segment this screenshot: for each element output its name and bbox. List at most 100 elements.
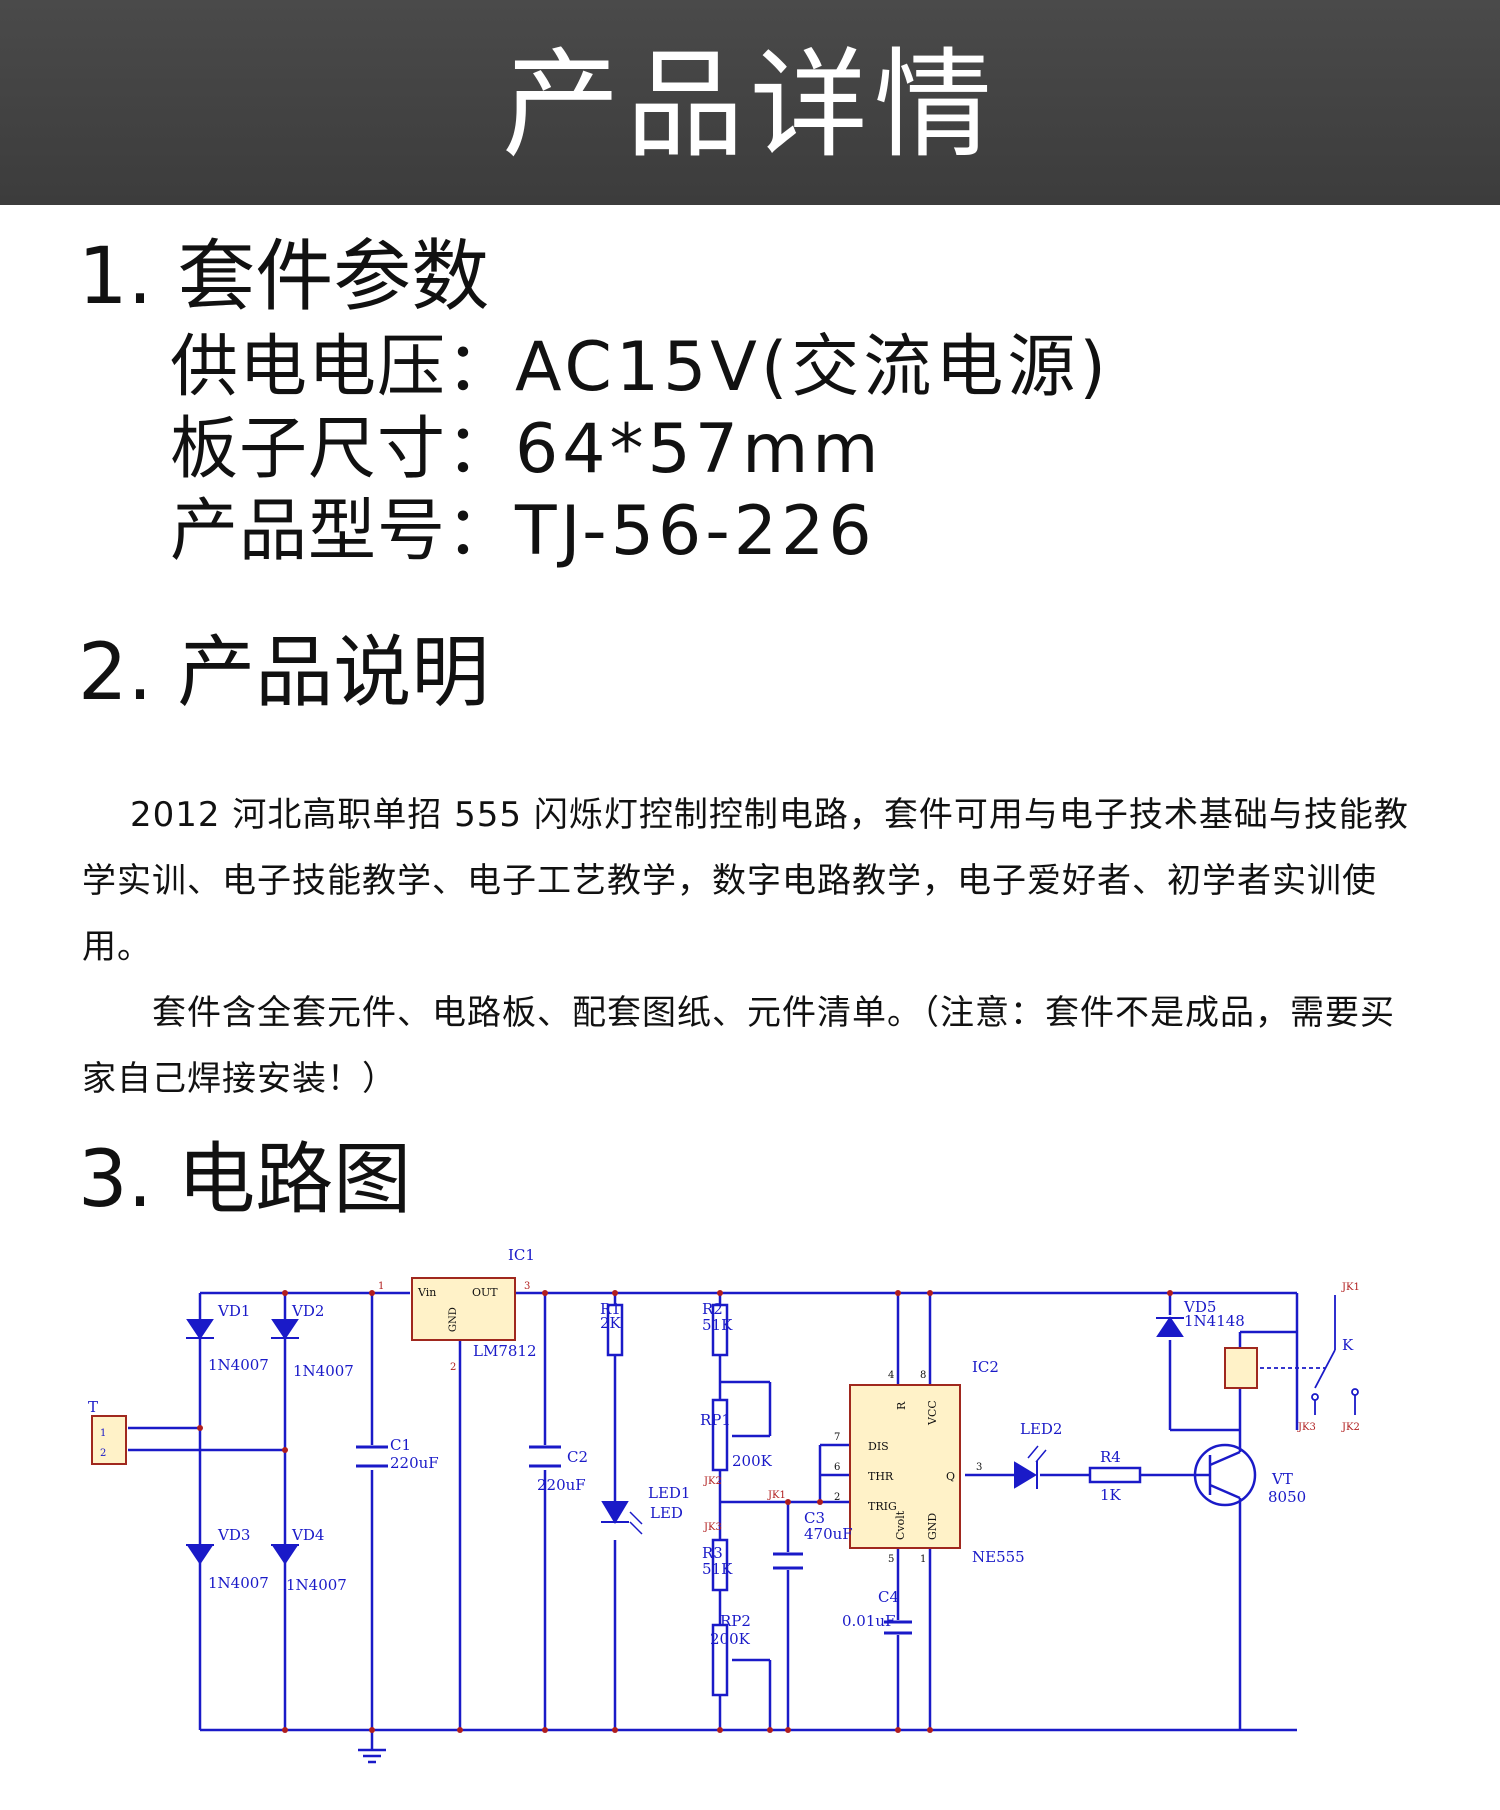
section-heading-description: 2. 产品说明 xyxy=(78,628,490,718)
label-jk1b: JK1 xyxy=(1341,1282,1360,1293)
label-c2: C2 xyxy=(567,1448,588,1466)
label-p8: 8 xyxy=(920,1370,926,1381)
label-ic1: IC1 xyxy=(508,1246,535,1264)
label-p2: 2 xyxy=(834,1492,840,1503)
resistor-r2-icon xyxy=(711,1303,729,1357)
label-vd4-value: 1N4007 xyxy=(286,1576,347,1594)
label-r1-value: 2K xyxy=(600,1314,622,1332)
potentiometer-rp1-icon xyxy=(711,1398,729,1472)
capacitors xyxy=(356,1445,912,1635)
label-jk3a: JK3 xyxy=(703,1522,722,1533)
label-ne555: NE555 xyxy=(972,1548,1025,1566)
label-rp2-value: 200K xyxy=(710,1630,751,1648)
label-p5: 5 xyxy=(888,1554,894,1565)
resistor-r3-icon xyxy=(711,1538,729,1592)
spec-value: 64*57mm xyxy=(515,410,883,489)
description-paragraph-1: 2012 河北高职单招 555 闪烁灯控制控制电路，套件可用与电子技术基础与技能… xyxy=(82,795,1409,967)
label-r3: R3 xyxy=(702,1544,723,1562)
label-rp1: RP1 xyxy=(700,1411,731,1429)
label-vin: Vin xyxy=(417,1286,436,1299)
label-out: OUT xyxy=(472,1286,498,1299)
label-c3: C3 xyxy=(804,1509,825,1527)
led2-icon xyxy=(1014,1461,1037,1489)
schematic-wires xyxy=(128,1291,1299,1764)
resistor-r4-icon xyxy=(1088,1466,1142,1484)
transistor-vt-icon xyxy=(1193,1443,1257,1507)
label-c4-value: 0.01uF xyxy=(842,1612,895,1630)
diode-vd2-icon xyxy=(271,1319,299,1340)
label-vd5: VD5 xyxy=(1183,1298,1216,1316)
resistors xyxy=(606,1303,1142,1697)
label-q: Q xyxy=(946,1470,955,1483)
label-r2: R2 xyxy=(702,1300,723,1318)
spec-label: 产品型号： xyxy=(170,492,516,571)
label-pin3: 3 xyxy=(524,1281,530,1292)
potentiometer-rp2-icon xyxy=(711,1623,729,1697)
label-lm7812: LM7812 xyxy=(473,1342,537,1360)
label-vd2-value: 1N4007 xyxy=(293,1362,354,1380)
resistor-r1-icon xyxy=(606,1303,624,1357)
spec-row-model: 产品型号：TJ-56-226 xyxy=(170,492,876,572)
label-pin2: 2 xyxy=(450,1362,456,1373)
label-jk3b: JK3 xyxy=(1297,1422,1316,1433)
regulator-lm7812 xyxy=(411,1277,516,1341)
timer-ne555 xyxy=(849,1384,961,1549)
label-r2-value: 51K xyxy=(702,1316,733,1334)
label-r3-value: 51K xyxy=(702,1560,733,1578)
circuit-schematic: T 1 2 VD1 VD2 1N4007 1N4007 VD3 VD4 1N40… xyxy=(88,1246,1360,1764)
label-vd2: VD2 xyxy=(291,1302,324,1320)
label-cvolt: Cvolt xyxy=(894,1510,907,1540)
label-c1: C1 xyxy=(390,1436,411,1454)
led-arrows xyxy=(629,1445,1047,1535)
label-trig: TRIG xyxy=(868,1500,897,1513)
label-led2: LED2 xyxy=(1020,1420,1062,1438)
label-r-pin: R xyxy=(895,1401,908,1410)
diode-vd3-icon xyxy=(186,1544,214,1565)
section-heading-kit-params: 1. 套件参数 xyxy=(78,232,490,322)
bridge-diodes xyxy=(186,1316,1184,1565)
label-r4: R4 xyxy=(1100,1448,1121,1466)
label-vd4: VD4 xyxy=(291,1526,324,1544)
label-rp2: RP2 xyxy=(720,1612,751,1630)
label-r1: R1 xyxy=(600,1300,621,1318)
relay-contacts xyxy=(1260,1295,1359,1415)
diode-vd5-icon xyxy=(1156,1316,1184,1337)
label-t-pin2: 2 xyxy=(100,1448,106,1459)
section-heading-circuit: 3. 电路图 xyxy=(78,1135,412,1225)
label-p3: 3 xyxy=(976,1462,982,1473)
label-vcc: VCC xyxy=(926,1400,939,1426)
spec-row-voltage: 供电电压：AC15V(交流电源) xyxy=(170,328,1110,408)
label-led1: LED1 xyxy=(648,1484,690,1502)
description-paragraph-2: 套件含全套元件、电路板、配套图纸、元件清单。（注意：套件不是成品，需要买家自己焊… xyxy=(82,993,1395,1099)
label-p1: 1 xyxy=(920,1554,926,1565)
relay-coil xyxy=(1224,1347,1258,1389)
label-jk1a: JK1 xyxy=(767,1490,786,1501)
label-vd3: VD3 xyxy=(217,1526,250,1544)
label-p7: 7 xyxy=(834,1432,840,1443)
junction-dots xyxy=(197,1290,1173,1733)
page-title: 产品详情 xyxy=(501,36,998,174)
schematic-labels: T 1 2 VD1 VD2 1N4007 1N4007 VD3 VD4 1N40… xyxy=(88,1246,1360,1648)
label-p4: 4 xyxy=(888,1370,894,1381)
label-jk2b: JK2 xyxy=(1341,1422,1360,1433)
label-vd3-value: 1N4007 xyxy=(208,1574,269,1592)
label-thr: THR xyxy=(868,1470,894,1483)
label-pin1: 1 xyxy=(378,1281,384,1292)
led1-icon xyxy=(601,1501,629,1524)
label-c2-value: 220uF xyxy=(537,1476,586,1494)
spec-row-board-size: 板子尺寸：64*57mm xyxy=(170,410,883,490)
label-dis: DIS xyxy=(868,1440,889,1453)
spec-value: AC15V(交流电源) xyxy=(515,328,1110,407)
label-c1-value: 220uF xyxy=(390,1454,439,1472)
label-c4: C4 xyxy=(878,1588,899,1606)
spec-value: TJ-56-226 xyxy=(515,492,876,571)
label-vd1-value: 1N4007 xyxy=(208,1356,269,1374)
spec-label: 供电电压： xyxy=(170,328,516,407)
label-rp1-value: 200K xyxy=(732,1452,773,1470)
label-vt-value: 8050 xyxy=(1268,1488,1306,1506)
label-ic2: IC2 xyxy=(972,1358,999,1376)
transformer-t xyxy=(91,1415,127,1465)
label-jk2a: JK2 xyxy=(703,1476,722,1487)
label-r4-value: 1K xyxy=(1100,1486,1122,1504)
spec-label: 板子尺寸： xyxy=(170,410,516,489)
